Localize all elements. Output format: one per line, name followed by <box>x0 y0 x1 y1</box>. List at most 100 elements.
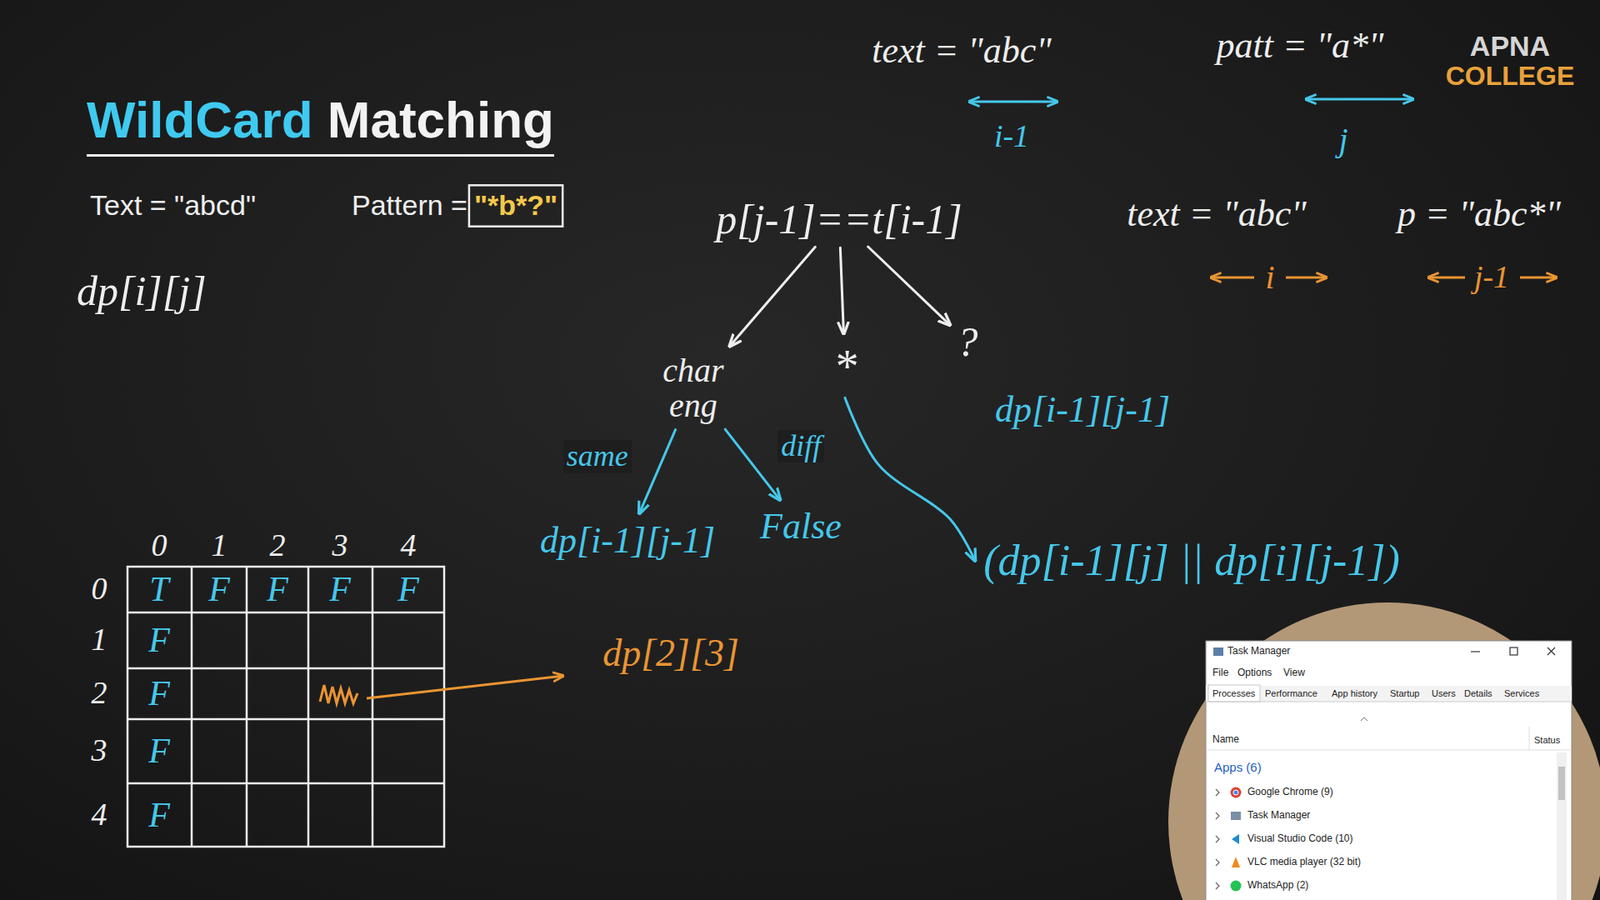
index-label: j-1 <box>1474 260 1510 295</box>
connector-arrow <box>730 246 816 346</box>
table-border <box>127 566 445 847</box>
tab-label: Users <box>1431 688 1456 699</box>
connector-arrow <box>639 430 675 515</box>
row-index: 0 <box>91 571 108 607</box>
chevron <box>1215 789 1220 796</box>
scrollbar <box>1556 752 1567 900</box>
branch-text: char eng <box>659 350 727 427</box>
node-label: dp[i-1][j-1] <box>540 521 715 560</box>
node-label: * <box>833 342 857 392</box>
grid-line <box>127 667 445 670</box>
span-arrow <box>1428 276 1465 280</box>
connector-arrow <box>725 429 780 500</box>
index-label: i-1 <box>994 119 1030 155</box>
task-manager-icon <box>1230 811 1241 820</box>
tab-label: Performance <box>1265 688 1318 699</box>
node-label: p[j-1]==t[i-1] <box>715 197 962 242</box>
span-arrow <box>1305 98 1414 101</box>
branch-symbol: ? <box>954 316 982 368</box>
example-text: patt = "a*" <box>1215 25 1384 66</box>
group-header: Apps (6) <box>1214 760 1262 775</box>
grid-line <box>127 611 445 615</box>
connector-arrow <box>840 247 844 334</box>
connector-arrow <box>868 246 951 325</box>
index-label: j <box>1338 121 1348 159</box>
connector-arrow <box>845 397 975 561</box>
example-text: text = "abc" <box>1126 194 1307 235</box>
chevron <box>1215 812 1220 820</box>
vlc-icon <box>1231 856 1240 868</box>
process-name: Task Manager <box>1247 810 1310 821</box>
whatsapp-icon <box>1230 880 1242 892</box>
tab-strip <box>1205 685 1572 702</box>
header-line <box>1205 750 1572 751</box>
edge-label: diff <box>777 430 825 464</box>
column-index: 1 <box>211 528 228 564</box>
table-cell: F <box>266 570 289 609</box>
column-index: 0 <box>151 528 168 564</box>
tab-separator <box>1205 701 1572 703</box>
column-divider <box>1529 726 1530 750</box>
logo-text: APNA <box>1470 30 1550 62</box>
grid-line <box>245 566 249 847</box>
grid-line <box>307 566 310 847</box>
span-arrow <box>1285 276 1327 280</box>
result-text: dp[i-1][j-1] <box>991 387 1174 433</box>
column-index: 3 <box>332 528 349 564</box>
example-text: p = "abc*" <box>1397 194 1561 235</box>
pointer-arrow <box>366 675 564 699</box>
node-label: char eng <box>662 353 724 424</box>
window-title: Task Manager <box>1227 645 1290 657</box>
tab-label: Details <box>1464 688 1493 699</box>
menu-item: Options <box>1237 667 1272 679</box>
table-cell: F <box>397 570 420 609</box>
dp-table-grid <box>127 566 445 847</box>
chevron <box>1215 859 1220 866</box>
logo-text: COLLEGE <box>1445 61 1575 91</box>
table-cell: F <box>148 674 170 713</box>
table-cell: T <box>149 570 169 609</box>
minimize-button <box>1470 650 1480 652</box>
webcam-circle <box>1168 602 1600 900</box>
problem-text: Pattern = <box>351 190 468 221</box>
example-text: text = "abc" <box>871 30 1052 71</box>
table-cell: F <box>208 570 230 609</box>
row-index: 1 <box>91 622 108 658</box>
span-arrow <box>1520 276 1557 280</box>
table-cell: F <box>329 570 351 609</box>
node-label: ? <box>957 320 979 365</box>
process-name: WhatsApp (2) <box>1247 880 1309 891</box>
node-label: dp[i-1][j-1] <box>995 390 1170 430</box>
result-text: (dp[i-1][j] || dp[i][j-1]) <box>980 535 1404 588</box>
tab-label: Startup <box>1390 688 1420 699</box>
span-arrow <box>969 100 1058 104</box>
column-index: 2 <box>270 528 286 564</box>
column-index: 4 <box>400 528 417 564</box>
branch-symbol: * <box>830 339 860 395</box>
title-word: Matching <box>327 90 555 149</box>
tab-label: Processes <box>1212 688 1255 699</box>
dp-cell-ref: dp[2][3] <box>602 632 740 675</box>
grid-line <box>127 718 445 721</box>
condition-text: p[j-1]==t[i-1] <box>712 194 965 245</box>
table-cell: F <box>148 731 170 770</box>
close-button <box>1547 647 1555 655</box>
edge-label: same <box>563 440 632 474</box>
table-cell: F <box>148 795 170 835</box>
row-index: 4 <box>91 797 108 833</box>
highlight-box <box>469 185 563 226</box>
index-label: i <box>1265 259 1275 296</box>
dp-notation: dp[i][j] <box>76 268 207 315</box>
window-frame <box>1205 640 1572 900</box>
selected-tab <box>1208 685 1260 702</box>
table-cell: F <box>148 620 170 660</box>
scroll-thumb <box>1558 766 1565 800</box>
sort-caret <box>1360 717 1368 721</box>
chevron <box>1215 835 1220 843</box>
chevron <box>1215 882 1220 890</box>
pattern-text: "*b*?" <box>474 190 558 221</box>
process-name: Google Chrome (9) <box>1247 786 1334 798</box>
menu-item: File <box>1212 667 1229 679</box>
row-index: 3 <box>91 733 108 769</box>
